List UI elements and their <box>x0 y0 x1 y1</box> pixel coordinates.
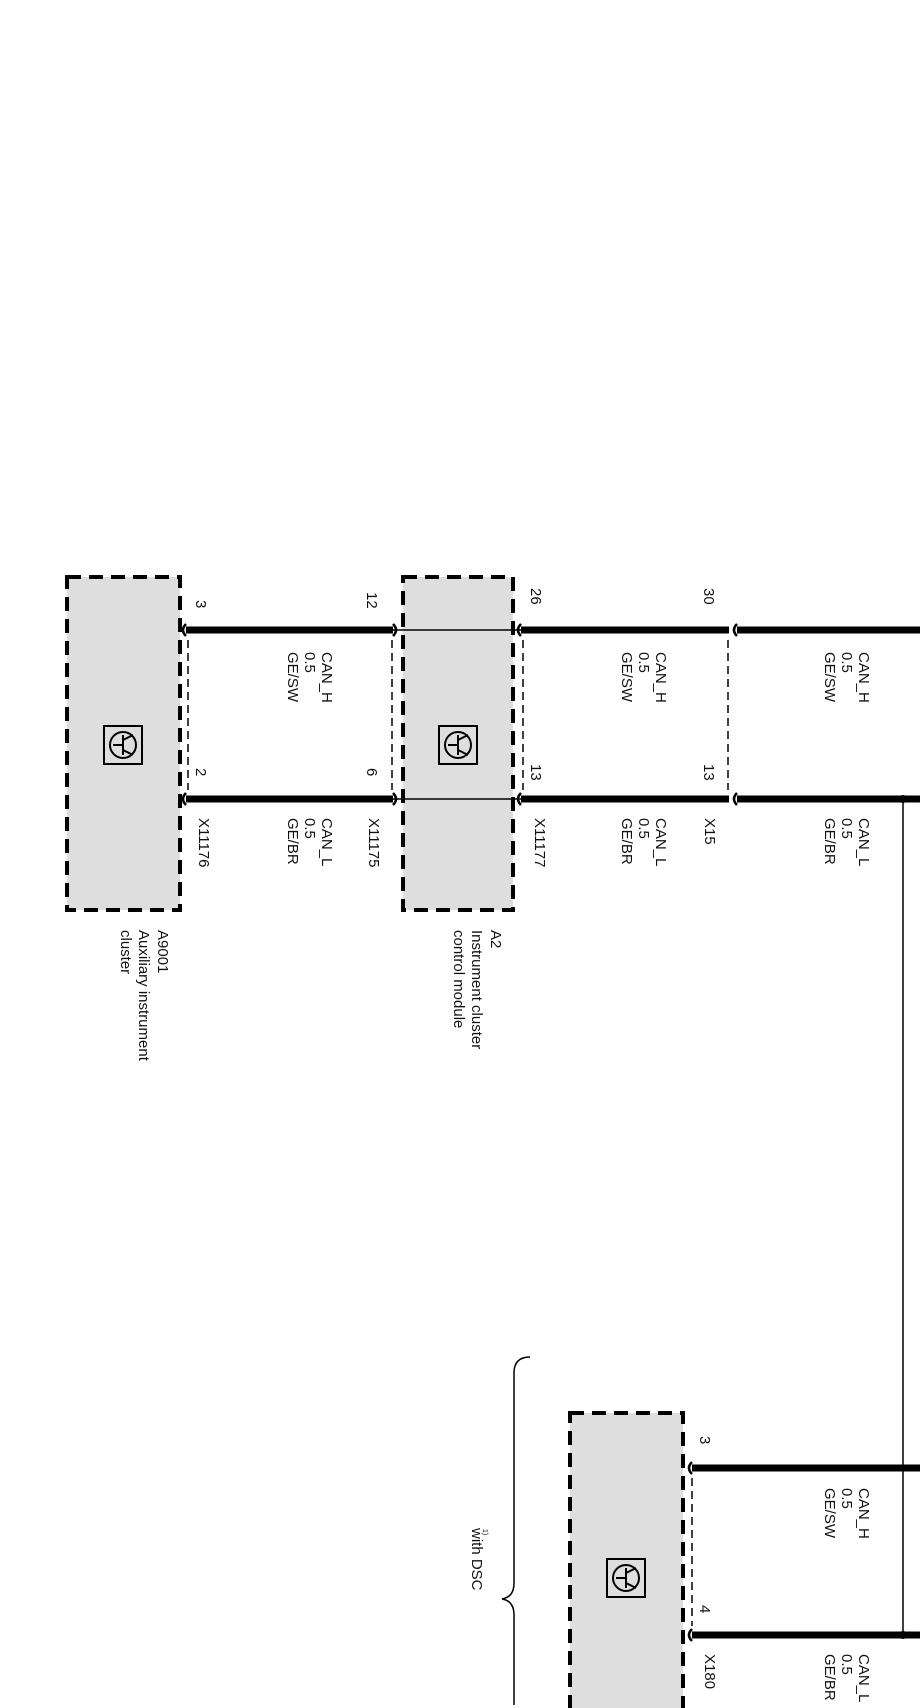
connector-x11177: X11177 <box>531 818 548 868</box>
module-a2 <box>401 575 515 912</box>
wire-name-h: CAN_H <box>652 652 669 703</box>
connector-x11176: X11176 <box>195 818 212 868</box>
pin-dsc-l: 4 <box>696 1605 713 1613</box>
dsc-brace <box>501 1356 531 1705</box>
wire-size: 0.5 <box>635 652 652 673</box>
connector-x11175: X11175 <box>365 818 382 868</box>
wire-size: 0.5 <box>301 652 318 673</box>
wire-name-h: CAN_H <box>855 652 872 703</box>
wire-name-h: CAN_H <box>318 652 335 703</box>
wire-color-h: GE/SW <box>618 652 635 703</box>
wire-size: 0.5 <box>838 1654 855 1675</box>
wire-name-h: CAN_H <box>855 1488 872 1539</box>
module-a2-name-2: control module <box>450 930 467 1028</box>
module-a2-id: A2 <box>487 930 504 948</box>
wire-size: 0.5 <box>301 818 318 839</box>
pin-a9001-h: 3 <box>192 600 209 608</box>
transistor-icon <box>103 725 143 765</box>
connector-hooks <box>181 623 738 1642</box>
wire-color-l: GE/BR <box>821 1654 838 1701</box>
module-a9001-name: Auxiliary instrument <box>135 930 152 1062</box>
twisted-pair-markers <box>187 640 729 1626</box>
pin-a2-out-l: 13 <box>527 764 544 781</box>
note-footnote-mark: 1) <box>481 1529 488 1535</box>
pin-x15-h: 30 <box>700 588 717 605</box>
wire-size: 0.5 <box>635 818 652 839</box>
pin-a2-in-l: 6 <box>363 768 380 776</box>
module-a9001 <box>65 575 182 912</box>
wire-color-h: GE/SW <box>821 1488 838 1539</box>
wire-color-h: GE/SW <box>284 652 301 703</box>
module-a9001-id: A9001 <box>154 930 171 973</box>
pin-dsc-h: 3 <box>696 1436 713 1444</box>
wire-name-l: CAN_L <box>855 818 872 866</box>
transistor-icon <box>438 725 478 765</box>
wire-color-l: GE/BR <box>284 818 301 865</box>
wire-color-h: GE/SW <box>821 652 838 703</box>
wire-color-l: GE/BR <box>618 818 635 865</box>
wire-size: 0.5 <box>838 1488 855 1509</box>
wire-name-l: CAN_L <box>652 818 669 866</box>
wire-size: 0.5 <box>838 818 855 839</box>
module-a9001-name-2: cluster <box>117 930 134 974</box>
pin-a2-in-h: 12 <box>363 592 380 609</box>
wire-color-l: GE/BR <box>821 818 838 865</box>
wire-name-l: CAN_L <box>855 1654 872 1702</box>
pin-a9001-l: 2 <box>192 768 209 776</box>
connector-x15: X15 <box>701 818 718 845</box>
transistor-icon <box>606 1558 646 1598</box>
note-with-dsc: with DSC <box>468 1527 485 1591</box>
pin-x15-l: 13 <box>700 764 717 781</box>
module-dsc <box>568 1411 685 1708</box>
wires <box>186 626 920 1639</box>
labels: 3 2 12 6 26 13 30 13 3 4 CAN_H 0.5 GE/SW… <box>117 588 872 1702</box>
module-a2-name: Instrument cluster <box>468 930 485 1049</box>
wire-name-l: CAN_L <box>318 818 335 866</box>
pin-a2-out-h: 26 <box>527 588 544 605</box>
connector-x180: X180 <box>701 1654 718 1689</box>
wire-size: 0.5 <box>838 652 855 673</box>
